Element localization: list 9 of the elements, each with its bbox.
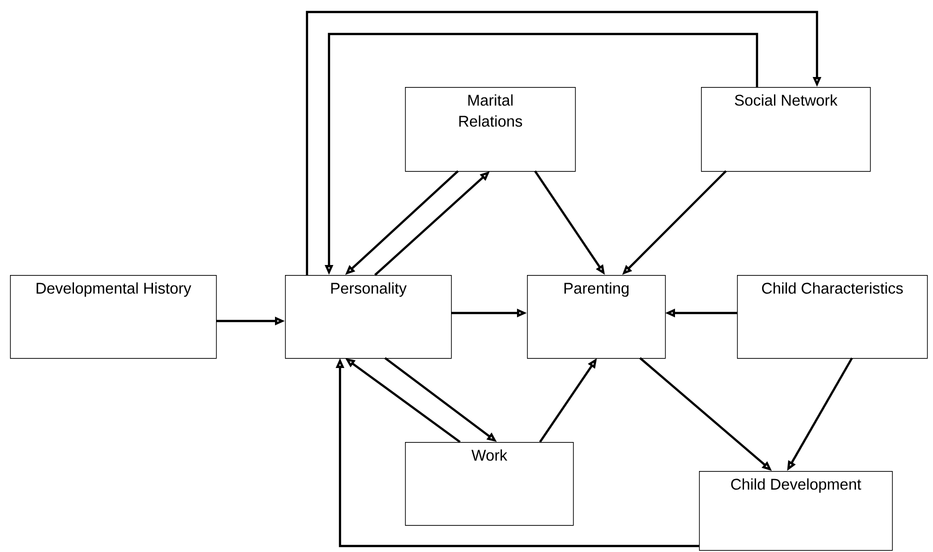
- process-box: Personality: [285, 275, 452, 359]
- process-box: Social Network: [701, 87, 871, 172]
- process-box: Developmental History: [10, 275, 217, 359]
- process-box: Work: [405, 442, 574, 526]
- arrow: [306, 10, 822, 275]
- process-box: Child Characteristics: [737, 275, 928, 359]
- process-box: Marital Relations: [405, 87, 576, 172]
- process-box: Child Development: [699, 471, 893, 551]
- process-box: Parenting: [527, 275, 666, 359]
